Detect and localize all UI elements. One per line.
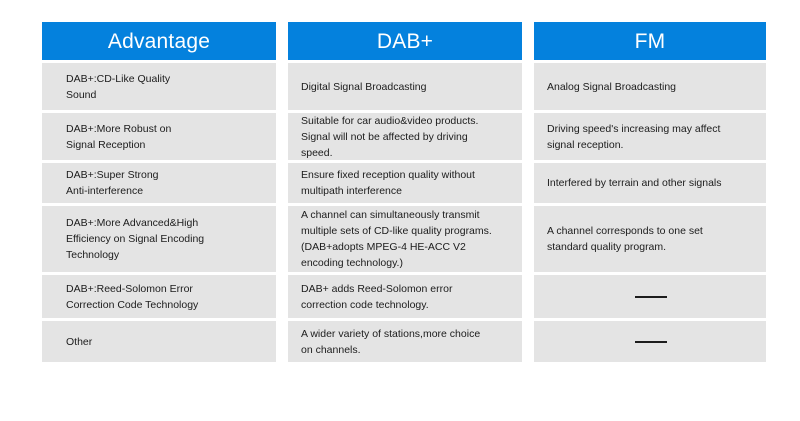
table-cell-dabplus-1: Digital Signal Broadcasting	[288, 63, 522, 110]
table-cell-advantage-1: DAB+:CD-Like Quality Sound	[42, 63, 276, 110]
table-cell-advantage-5: DAB+:Reed-Solomon Error Correction Code …	[42, 275, 276, 318]
table-cell-advantage-2: DAB+:More Robust on Signal Reception	[42, 113, 276, 160]
table-cell-fm-2: Driving speed's increasing may affect si…	[534, 113, 766, 160]
column-fm: FM Analog Signal Broadcasting Driving sp…	[534, 22, 766, 362]
table-cell-dabplus-5: DAB+ adds Reed-Solomon error correction …	[288, 275, 522, 318]
table-cell-fm-5	[534, 275, 766, 318]
table-cell-dabplus-2: Suitable for car audio&video products. S…	[288, 113, 522, 160]
table-cell-dabplus-4: A channel can simultaneously transmit mu…	[288, 206, 522, 272]
table-cell-dabplus-6: A wider variety of stations,more choice …	[288, 321, 522, 362]
table-cell-fm-3: Interfered by terrain and other signals	[534, 163, 766, 203]
table-cell-advantage-4: DAB+:More Advanced&High Efficiency on Si…	[42, 206, 276, 272]
table-cell-fm-1: Analog Signal Broadcasting	[534, 63, 766, 110]
column-dabplus: DAB+ Digital Signal Broadcasting Suitabl…	[288, 22, 522, 362]
em-dash-icon	[634, 340, 667, 343]
column-header-fm: FM	[534, 22, 766, 60]
column-header-dabplus: DAB+	[288, 22, 522, 60]
table-cell-fm-6	[534, 321, 766, 362]
table-cell-fm-4: A channel corresponds to one set standar…	[534, 206, 766, 272]
table-cell-advantage-3: DAB+:Super Strong Anti-interference	[42, 163, 276, 203]
column-header-advantage: Advantage	[42, 22, 276, 60]
em-dash-icon	[634, 295, 667, 298]
column-advantage: Advantage DAB+:CD-Like Quality Sound DAB…	[42, 22, 276, 362]
comparison-table: Advantage DAB+:CD-Like Quality Sound DAB…	[42, 22, 766, 362]
table-cell-dabplus-3: Ensure fixed reception quality without m…	[288, 163, 522, 203]
table-cell-advantage-6: Other	[42, 321, 276, 362]
